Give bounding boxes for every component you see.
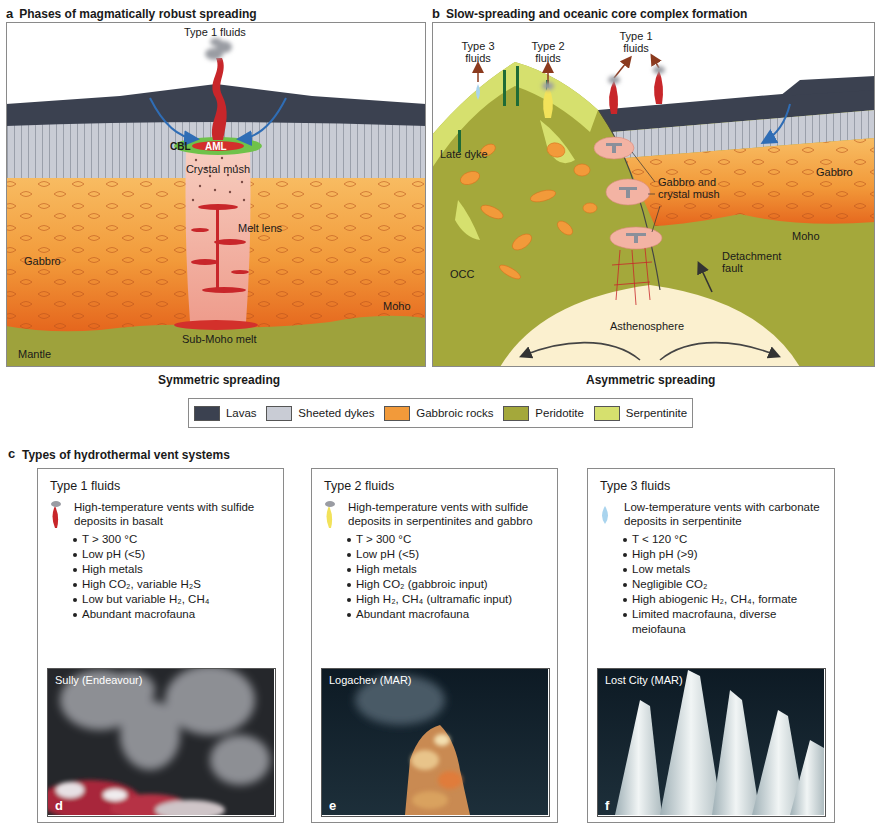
box-description: Low-temperature vents with carbonate dep… — [600, 500, 824, 528]
photo-frame: Sully (Endeavour) d — [47, 668, 276, 817]
vent-type-box: Type 2 fluidsHigh-temperature vents with… — [311, 468, 558, 823]
figure-label: Type 1 fluids — [616, 30, 656, 54]
panel-title: Phases of magmatically robust spreading — [19, 7, 256, 21]
photo-caption: Logachev (MAR) — [329, 674, 412, 686]
bullet-item: High abiogenic H₂, CH₄, formate — [600, 592, 824, 607]
legend-swatch — [503, 406, 529, 421]
photo-caption: Sully (Endeavour) — [55, 674, 142, 686]
figure-label: OCC — [450, 268, 474, 280]
bullet-item: T > 300 °C — [50, 532, 273, 547]
vent-icons — [51, 501, 608, 528]
vent-type-box: Type 1 fluidsHigh-temperature vents with… — [37, 468, 284, 823]
figure-label: Melt lens — [238, 222, 282, 234]
panel-letter: b — [432, 6, 440, 21]
box-heading: Type 1 fluids — [50, 479, 273, 493]
box-heading: Type 2 fluids — [324, 479, 547, 493]
figure-label: c — [8, 448, 15, 460]
bullet-item: Abundant macrofauna — [50, 607, 273, 622]
figure-label: Asthenosphere — [610, 320, 684, 332]
figure-label: Type 3 fluids — [458, 40, 498, 64]
box-heading: Type 3 fluids — [600, 479, 824, 493]
legend-swatch — [384, 406, 410, 421]
figure-label: Mantle — [18, 348, 51, 360]
bullet-item: High CO₂, variable H₂S — [50, 577, 273, 592]
box-description: High-temperature vents with sulfide depo… — [50, 500, 273, 528]
photo-logachev — [321, 668, 548, 815]
bullet-item: Low pH (<5) — [50, 547, 273, 562]
legend-entry: Serpentinite — [594, 406, 687, 421]
figure-label: Sub-Moho melt — [182, 333, 257, 345]
bullet-item: High H₂, CH₄ (ultramafic input) — [324, 592, 547, 607]
bullet-item: High CO₂ (gabbroic input) — [324, 577, 547, 592]
legend-box: Lavas Sheeted dykes Gabbroic rocks Peridoti… — [188, 398, 693, 428]
legend-entry: Lavas — [194, 406, 257, 421]
bullet-item: Limited macrofauna, diverse meiofauna — [600, 607, 824, 637]
figure-label: Moho — [792, 230, 820, 242]
legend-text: Sheeted dykes — [298, 407, 374, 419]
bullet-item: High pH (>9) — [600, 547, 824, 562]
legend-swatch — [194, 406, 220, 421]
figure-label: Late dyke — [440, 148, 488, 160]
bullet-item: T > 300 °C — [324, 532, 547, 547]
panel-title: Slow-spreading and oceanic core complex … — [446, 7, 747, 21]
bullet-item: Abundant macrofauna — [324, 607, 547, 622]
legend-entry: Sheeted dykes — [266, 406, 374, 421]
legend-text: Lavas — [226, 407, 257, 419]
panel-heading: a Phases of magmatically robust spreading — [6, 4, 257, 22]
vent-type-box: Type 3 fluidsLow-temperature vents with … — [587, 468, 835, 823]
panel-frame: aPhases of magmatically robust spreading — [6, 22, 426, 367]
panel-letter: d — [55, 798, 63, 813]
legend-swatch — [594, 406, 620, 421]
photo-frame: Logachev (MAR) e — [321, 668, 550, 817]
ridge-section-a — [6, 22, 426, 367]
photo-caption: Lost City (MAR) — [605, 674, 683, 686]
bullet-item: Low pH (<5) — [324, 547, 547, 562]
figure-label: Detachment fault — [722, 250, 792, 274]
figure-label: Type 2 fluids — [528, 40, 568, 64]
legend-entry: Gabbroic rocks — [384, 406, 493, 421]
panel-letter: a — [6, 6, 13, 21]
panel-letter: f — [605, 798, 609, 813]
figure-label: AML — [205, 141, 227, 153]
photo-lost-city — [597, 668, 824, 815]
bullet-item: T < 120 °C — [600, 532, 824, 547]
bullet-item: Low but variable H₂, CH₄ — [50, 592, 273, 607]
figure-label: Symmetric spreading — [158, 374, 280, 386]
ridge-section-b — [432, 22, 875, 367]
figure-label: CBL — [170, 141, 191, 153]
legend-entry: Peridotite — [503, 406, 584, 421]
legend-swatch — [266, 406, 292, 421]
bullet-item: Low metals — [600, 562, 824, 577]
figure-label: Moho — [383, 300, 411, 312]
figure-label: Types of hydrothermal vent systems — [22, 449, 230, 461]
figure-label: Asymmetric spreading — [586, 374, 715, 386]
legend-text: Serpentinite — [626, 407, 687, 419]
box-description: High-temperature vents with sulfide depo… — [324, 500, 547, 528]
bullet-item: High metals — [324, 562, 547, 577]
bullet-item: High metals — [50, 562, 273, 577]
photo-sully — [47, 668, 274, 815]
figure-label: Crystal mush — [183, 163, 253, 175]
photo-frame: Lost City (MAR) f — [597, 668, 826, 817]
bullet-item: Negligible CO₂ — [600, 577, 824, 592]
figure-label: Gabbro — [816, 166, 853, 178]
panel-letter: e — [329, 798, 336, 813]
figure-label: Gabbro and crystal mush — [658, 176, 736, 200]
legend-text: Peridotite — [535, 407, 584, 419]
legend-text: Gabbroic rocks — [416, 407, 493, 419]
figure-label: Type 1 fluids — [184, 26, 246, 38]
panel-heading: b Slow-spreading and oceanic core complex… — [432, 4, 747, 22]
panel-frame: bSlow-spreading and oceanic core complex… — [432, 22, 875, 367]
figure-label: Gabbro — [24, 255, 61, 267]
